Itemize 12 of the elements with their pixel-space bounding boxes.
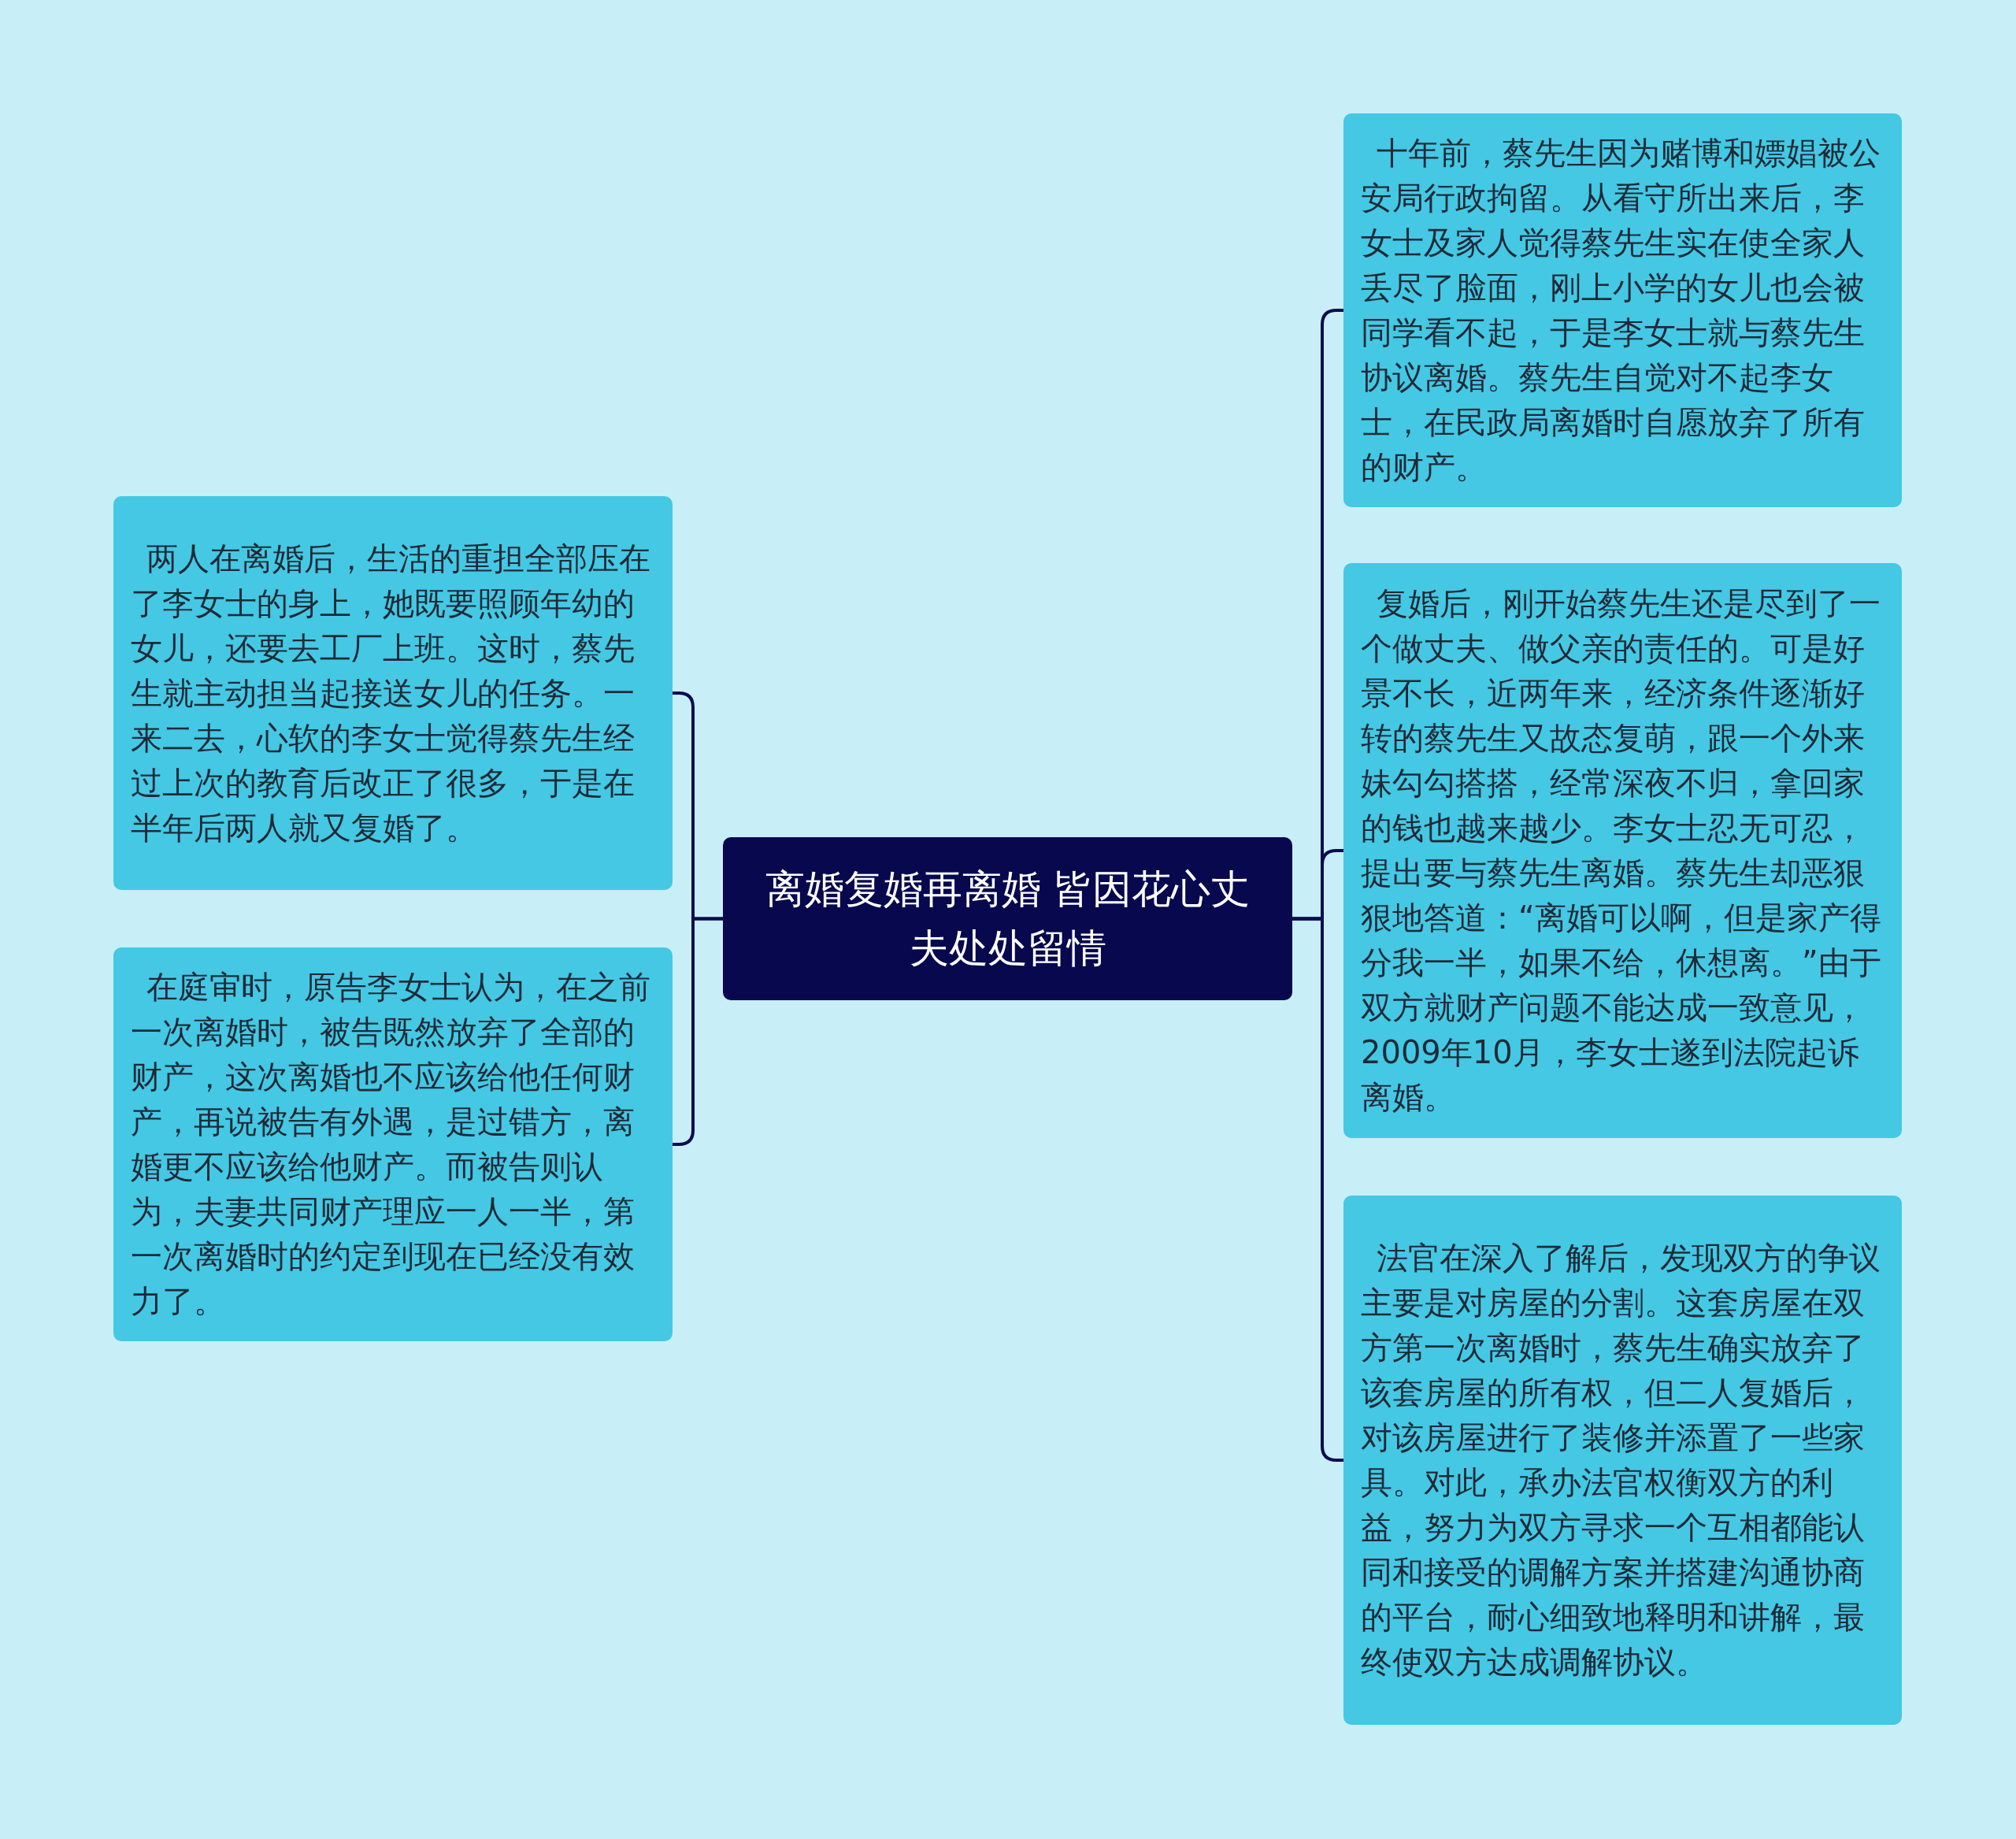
paragraph: 在庭审时，原告李女士认为，在之前一次离婚时，被告既然放弃了全部的财产，这次离婚也不应该给他任何财产，再说被告有外遇，是过错方，离婚更不应该给他财产。而被告则认为，夫妻共同财产理应一人一半，第一次离婚时的约定到现在已经没有效力了。: [131, 968, 651, 1321]
paragraph: 十年前，蔡先生因为赌博和嫖娼被公安局行政拘留。从看守所出来后，李女士及家人觉得蔡先生实在使全家人丢尽了脸面，刚上小学的女儿也会被同学看不起，于是李女士就与蔡先生协议离婚。蔡先生自觉对不起李女士，在民政局离婚时自愿放弃了所有的财产。: [1361, 134, 1881, 487]
text-card: [1343, 113, 1902, 507]
paragraph: 两人在离婚后，生活的重担全部压在了李女士的身上，她既要照顾年幼的女儿，还要去工厂上班。这时，蔡先生就主动担当起接送女儿的任务。一来二去，心软的李女士觉得蔡先生经过上次的教育后改正了很多，于是在半年后两人就又复婚了。: [131, 539, 651, 847]
paragraph: 法官在深入了解后，发现双方的争议主要是对房屋的分割。这套房屋在双方第一次离婚时，蔡先生确实放弃了该套房屋的所有权，但二人复婚后，对该房屋进行了装修并添置了一些家具。对此，承办法官权衡双方的利益，努力为双方寻求一个互相都能认同和接受的调解方案并搭建沟通协商的平台，耐心细致地释明和讲解，最终使双方达成调解协议。: [1361, 1239, 1881, 1681]
connector-line: [673, 917, 723, 1146]
text-card: [1343, 1196, 1902, 1725]
topic-box: [723, 837, 1292, 1000]
topic-title: 离婚复婚再离婚 皆因花心丈夫处处留情: [764, 865, 1251, 973]
text-card: [113, 496, 673, 890]
paragraph: 复婚后，刚开始蔡先生还是尽到了一个做丈夫、做父亲的责任的。可是好景不长，近两年来，经济条件逐渐好转的蔡先生又故态复萌，跟一个外来妹勾勾搭搭，经常深夜不归，拿回家的钱也越来越少。李女士忍无可忍，提出要与蔡先生离婚。蔡先生却恶狠狠地答道：“离婚可以啊，但是家产得分我一半，如果不给，休想离。”由于双方就财产问题不能达成一致意见，2009年10月，李女士遂到法院起诉离婚。: [1361, 584, 1882, 1117]
text-card: [113, 947, 673, 1341]
